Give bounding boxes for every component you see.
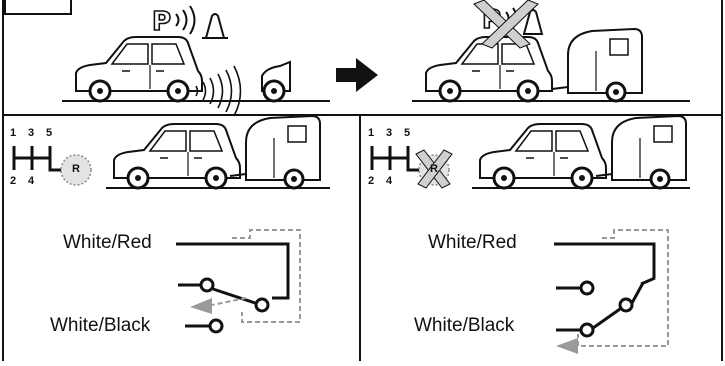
arrow-right-icon (336, 58, 378, 92)
gear-label-4: 4 (28, 175, 35, 187)
gear-label-2: 2 (368, 175, 375, 187)
top-right-scene: P (412, 0, 690, 103)
bottom-left-scene (12, 114, 330, 334)
wire-label-white-red: White/Red (428, 232, 517, 253)
switch-icon (176, 229, 301, 334)
gear-shift-icon (370, 146, 422, 172)
gear-label-1: 1 (368, 127, 375, 139)
wire-label-white-black: White/Black (50, 315, 151, 336)
car-icon (478, 122, 608, 190)
sensor-wave-icon (195, 65, 242, 117)
caravan-icon (228, 114, 322, 190)
gear-shift-icon (12, 146, 64, 172)
car-icon (112, 122, 242, 190)
bottom-right-scene (370, 114, 690, 354)
gear-label-3: 3 (28, 127, 35, 139)
top-left-scene: P (62, 5, 330, 117)
reverse-gear-highlight (60, 154, 92, 186)
reverse-disabled-icon (415, 149, 453, 189)
switch-icon (554, 229, 669, 354)
caravan-icon (550, 27, 644, 103)
front-car-icon (261, 60, 291, 103)
wire-label-white-black: White/Black (414, 315, 515, 336)
gear-label-2: 2 (10, 175, 17, 187)
parking-sensor-icon: P (151, 5, 228, 39)
gear-label-3: 3 (386, 127, 393, 139)
label-box (4, 0, 72, 15)
gear-label-5: 5 (46, 127, 53, 139)
svg-text:P: P (152, 7, 171, 37)
wire-label-white-red: White/Red (63, 232, 152, 253)
reverse-gear-label: R (430, 163, 438, 175)
gear-label-5: 5 (404, 127, 411, 139)
caravan-icon (594, 114, 688, 190)
gear-label-4: 4 (386, 175, 393, 187)
sensor-disabled-icon: P (473, 0, 544, 49)
gear-label-1: 1 (10, 127, 17, 139)
reverse-gear-label: R (72, 163, 80, 175)
car-icon (74, 35, 204, 103)
